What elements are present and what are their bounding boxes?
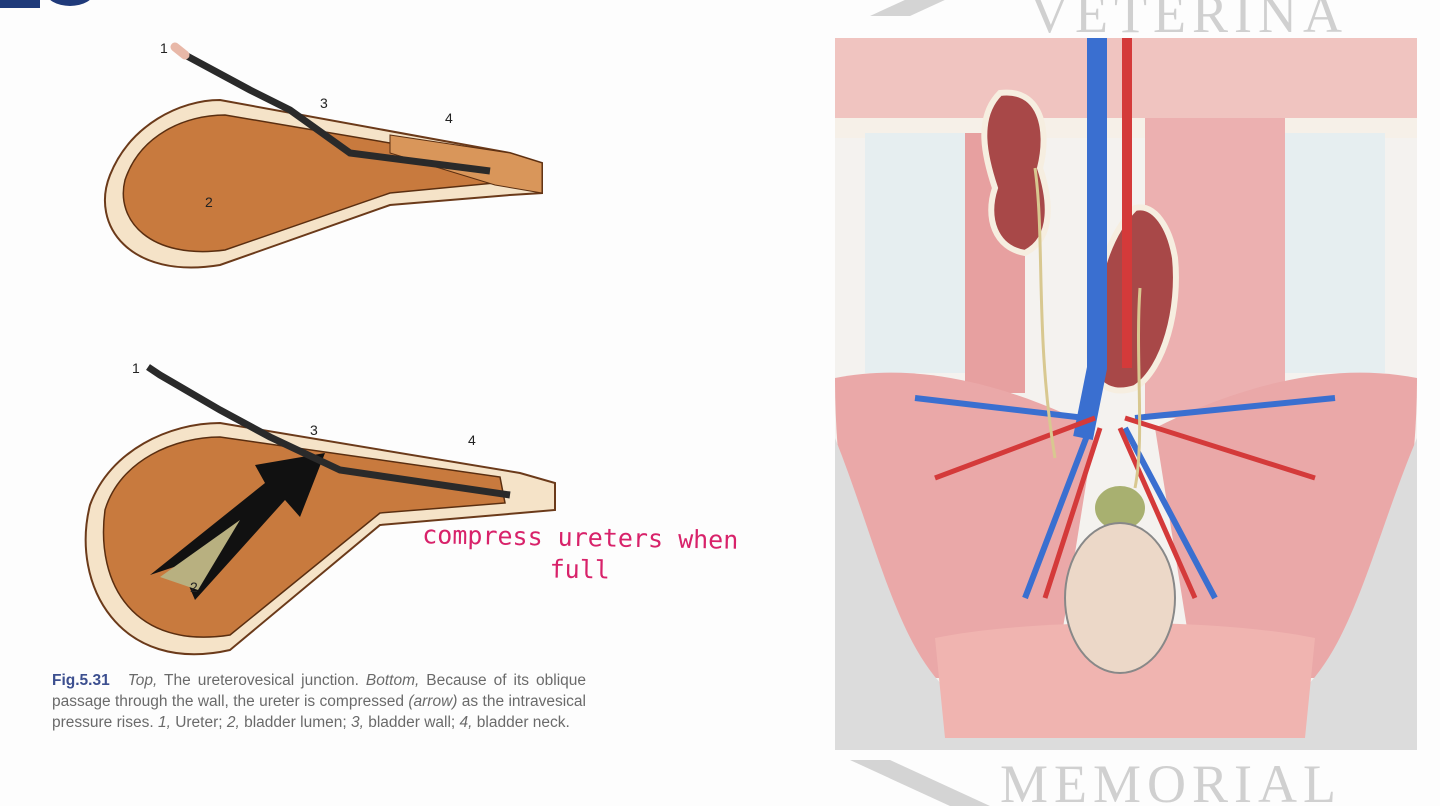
caption-arrow: (arrow)	[408, 693, 458, 710]
figure-number: Fig.5.31	[52, 672, 110, 689]
label-2: 2	[205, 194, 213, 210]
caption-text: bladder wall;	[363, 714, 460, 731]
caption-bottom: Bottom,	[365, 672, 420, 689]
label-3: 3	[310, 422, 318, 438]
ureterovesical-junction-top-diagram: 1 2 3 4	[104, 40, 543, 269]
caption-text: bladder lumen;	[239, 714, 351, 731]
caption-top: Top,	[127, 672, 158, 689]
svg-text:MEMORIAL: MEMORIAL	[1000, 754, 1342, 806]
caption-text: bladder neck.	[472, 714, 570, 731]
label-4: 4	[468, 432, 476, 448]
label-2: 2	[190, 579, 198, 595]
caption-num: 3,	[350, 714, 364, 731]
ureterovesical-junction-bottom-diagram: 1 2 3 4	[84, 360, 556, 656]
urinary-anatomy-illustration	[835, 38, 1417, 750]
caption-text: Because of its oblique passage through t…	[52, 672, 587, 710]
label-1: 1	[160, 40, 168, 56]
caption-text: as the intravesical pressure rises.	[52, 693, 586, 731]
annotation-line-2: full	[549, 554, 611, 585]
figure-caption: Fig.5.31 Top, The ureterovesical junction…	[52, 670, 586, 733]
label-3: 3	[320, 95, 328, 111]
label-4: 4	[445, 110, 453, 126]
caption-text: The ureterovesical junction.	[157, 672, 366, 689]
svg-text:VETERINA: VETERINA	[1030, 0, 1348, 44]
handwritten-annotation: compress ureters when full	[419, 519, 740, 589]
annotation-line-1: compress ureters when	[422, 520, 739, 555]
label-1: 1	[132, 360, 140, 376]
watermark-seal: VETERINA MEMORIAL	[850, 0, 1348, 806]
caption-num: 1,	[157, 714, 171, 731]
institution-logo	[0, 0, 90, 8]
caption-num: 2,	[226, 714, 240, 731]
caption-text: Ureter;	[170, 714, 227, 731]
caption-num: 4,	[459, 714, 473, 731]
